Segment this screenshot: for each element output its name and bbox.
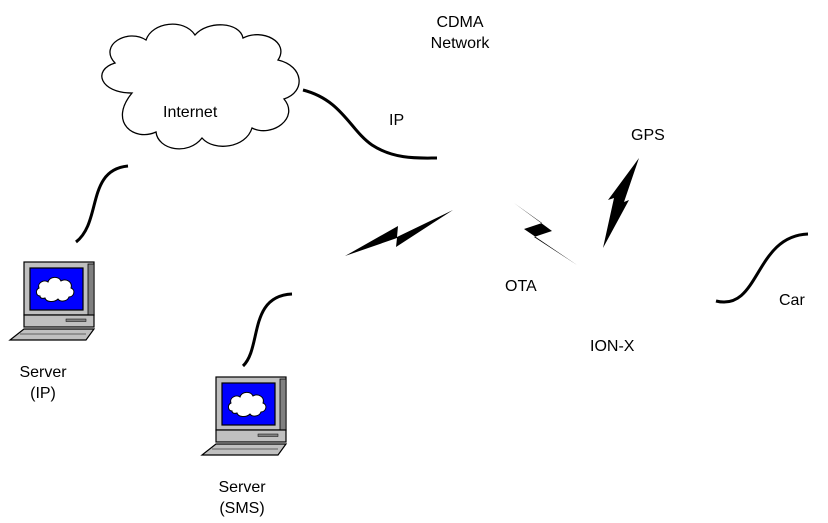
server-sms-label-line2: (SMS): [219, 500, 265, 517]
cdma-label-line2: Network: [430, 35, 490, 52]
server-sms-label: Server (SMS): [205, 477, 279, 519]
lightning-bolt-icon: [603, 158, 639, 248]
server-ip-label-line2: (IP): [30, 385, 56, 402]
server-ip-label-line1: Server: [19, 364, 67, 381]
link-server-ip-to-internet: [75, 164, 129, 244]
internet-cloud-icon: [101, 23, 300, 150]
server-ip-label: Server (IP): [6, 362, 80, 404]
link-server-sms-to-ota: [241, 292, 293, 368]
server-sms-computer-icon: [201, 376, 287, 456]
car-label: Car: [779, 292, 805, 309]
internet-label: Internet: [163, 104, 218, 121]
cdma-network-label: CDMA Network: [420, 12, 500, 54]
ip-label: IP: [389, 112, 405, 129]
lightning-bolt-icon: [514, 203, 577, 265]
link-ionx-to-car: [715, 232, 809, 304]
cdma-label-line1: CDMA: [436, 14, 484, 31]
server-sms-label-line1: Server: [218, 479, 266, 496]
lightning-bolt-icon: [345, 210, 453, 256]
ota-label: OTA: [505, 278, 537, 295]
server-ip-computer-icon: [9, 261, 95, 341]
ion-x-label: ION-X: [590, 338, 635, 355]
gps-label: GPS: [631, 127, 665, 144]
link-internet-to-cdma: [302, 88, 438, 160]
